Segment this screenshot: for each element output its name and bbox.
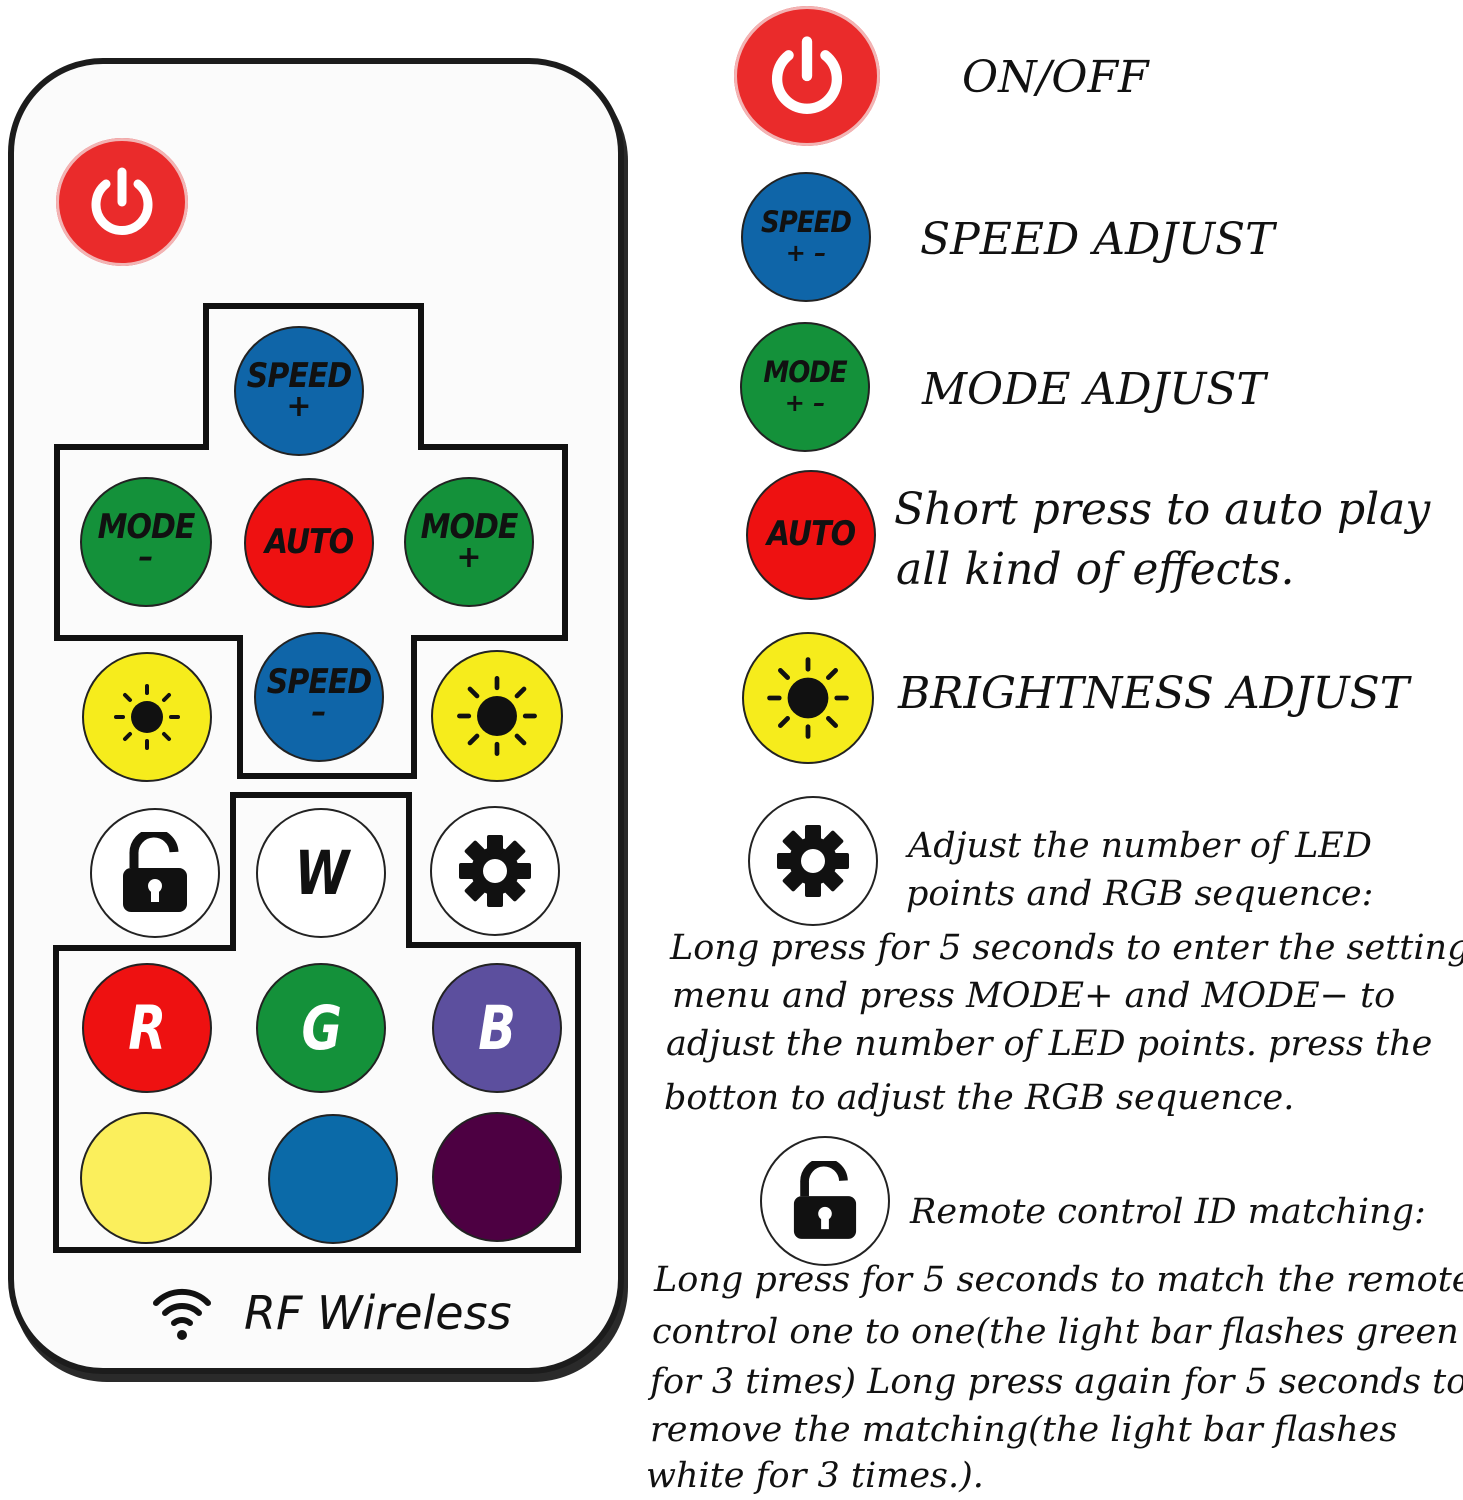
padlock-icon [123,832,187,912]
sun-icon [767,657,849,739]
sun-icon [114,684,180,750]
speed-plus-button[interactable]: SPEED + [234,326,364,456]
legend-auto-icon-label: AUTO [766,514,856,555]
mode-minus-label: MODE [97,507,196,548]
button-group-outlines [53,303,581,1253]
speed-minus-label: SPEED [266,662,372,703]
speed-plus-label: SPEED [246,356,352,397]
mode-minus-symbol: – [138,540,154,575]
legend-onoff-title: ON/OFF [962,52,1149,103]
legend-settings-icon [748,796,878,926]
legend-settings-head2: points and RGB sequence: [906,874,1374,914]
rf-wireless-text: RF Wireless [244,1286,512,1340]
legend-mode-icon-symbols: + – [784,389,826,417]
legend-mode-icon: MODE + – [740,322,870,452]
red-button[interactable]: R [82,963,212,1093]
legend-lock-icon [760,1136,890,1266]
blue-button-label: B [478,992,517,1064]
speed-plus-symbol: + [286,389,312,424]
brightness-up-button[interactable] [431,650,563,782]
legend-lock-body-line: remove the matching(the light bar flashe… [650,1410,1398,1450]
legend-auto-line1: Short press to auto play [894,484,1431,535]
legend-mode-title: MODE ADJUST [922,364,1266,415]
red-button-label: R [128,992,166,1064]
speed-minus-symbol: – [311,695,327,730]
brightness-down-button[interactable] [82,652,212,782]
settings-button[interactable] [430,806,560,936]
gear-icon [777,825,849,897]
legend-brightness-icon [742,632,874,764]
gear-icon [459,835,531,907]
legend-lock-body-line: control one to one(the light bar flashes… [652,1312,1459,1352]
power-icon [771,36,843,114]
wifi-icon [153,1288,211,1340]
padlock-icon [793,1161,857,1239]
legend-lock-body-line: white for 3 times.). [646,1456,984,1496]
legend-lock-head: Remote control ID matching: [910,1192,1426,1232]
legend-speed-icon-label: SPEED [761,206,852,240]
white-button[interactable]: W [256,808,386,938]
legend-mode-icon-label: MODE [763,356,847,390]
legend-settings-body-line: adjust the number of LED points. press t… [666,1024,1433,1064]
mode-plus-button[interactable]: MODE + [404,477,534,607]
legend-auto-icon: AUTO [746,470,876,600]
green-button-label: G [301,992,341,1064]
id-match-button[interactable] [90,808,220,938]
sun-icon [457,676,537,756]
white-button-label: W [294,837,348,909]
legend-speed-icon: SPEED + – [741,172,871,302]
blue-button[interactable]: B [432,963,562,1093]
yellow-preset-button[interactable] [80,1112,212,1244]
legend-settings-body-line: menu and press MODE+ and MODE− to [672,976,1396,1016]
legend-power-icon-button [734,6,880,146]
auto-button[interactable]: AUTO [244,478,374,608]
legend-auto-line2: all kind of effects. [896,544,1295,595]
legend-lock-body-line: Long press for 5 seconds to match the re… [654,1260,1463,1300]
mode-plus-symbol: + [456,540,482,575]
legend-lock-body-line: for 3 times) Long press again for 5 seco… [650,1362,1463,1402]
legend-brightness-title: BRIGHTNESS ADJUST [898,668,1410,719]
mode-minus-button[interactable]: MODE – [80,477,212,607]
blue-preset-button[interactable] [268,1114,398,1244]
mode-plus-label: MODE [420,507,519,548]
power-button[interactable] [56,138,188,266]
purple-preset-button[interactable] [432,1112,562,1242]
legend-settings-body-line: botton to adjust the RGB sequence. [664,1078,1295,1118]
legend-settings-body-line: Long press for 5 seconds to enter the se… [670,928,1463,968]
green-button[interactable]: G [256,963,386,1093]
auto-label: AUTO [264,522,354,563]
speed-minus-button[interactable]: SPEED – [254,632,384,762]
legend-speed-title: SPEED ADJUST [920,214,1275,265]
rf-wireless-label-row: RF Wireless [150,1278,512,1348]
legend-settings-head1: Adjust the number of LED [908,826,1372,866]
power-icon [91,167,153,235]
legend-speed-icon-symbols: + – [785,239,827,267]
